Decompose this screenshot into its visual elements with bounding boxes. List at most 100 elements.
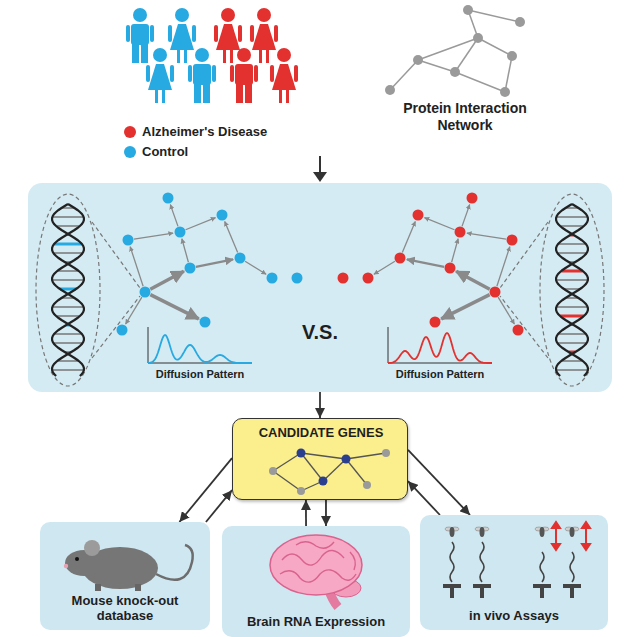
network-illustration [478, 38, 512, 56]
network-nodes [385, 5, 525, 97]
network-node [507, 235, 518, 246]
network-label: Protein Interaction Network [388, 100, 542, 134]
plot-label: Diffusion Pattern [380, 368, 500, 381]
network-arrow [225, 221, 238, 252]
down-arrow [313, 156, 327, 182]
vial-assay-icon [480, 542, 484, 582]
network-illustration [455, 72, 505, 92]
person-leg [132, 44, 139, 63]
connector-arrow [319, 392, 321, 418]
gene-network [342, 455, 351, 464]
mouse-icon [95, 584, 101, 591]
connector-arrow [325, 500, 327, 526]
network-arrow [130, 247, 143, 287]
network-node [217, 210, 228, 221]
network-arrow [402, 221, 415, 252]
network-node [267, 273, 278, 284]
network-nodes [515, 17, 525, 27]
dna-rung [52, 216, 83, 218]
person-arm [150, 25, 154, 42]
network-node [175, 227, 186, 238]
network-arrow [150, 271, 184, 289]
vial-assay-icon [473, 584, 491, 588]
legend-swatch [124, 126, 136, 138]
person-head [175, 8, 189, 22]
validation-panel: Mouse knock-out database [40, 522, 210, 630]
gene-network [297, 487, 305, 495]
person-body [193, 64, 211, 85]
person-arm [192, 25, 196, 42]
vial-assay-icon [443, 584, 581, 598]
person-arm [168, 25, 172, 42]
person-icon [270, 48, 298, 103]
box-heading: CANDIDATE GENES [237, 425, 405, 441]
network-nodes [500, 87, 510, 97]
person-body [148, 64, 172, 90]
dna-rung [56, 315, 80, 317]
person-icon [230, 48, 258, 103]
gene-network [273, 453, 386, 491]
network-nodes [463, 5, 473, 15]
gene-network [319, 477, 328, 486]
fly-body [540, 527, 545, 537]
gene-network [297, 449, 306, 458]
person-arm [238, 25, 242, 42]
vial-assay-icon [450, 542, 574, 582]
vial-assay-icon [450, 588, 454, 598]
network-node [363, 273, 374, 284]
person-leg [223, 50, 226, 63]
person-leg [230, 50, 233, 63]
network-arrow [497, 247, 510, 287]
gene-network [382, 449, 390, 457]
dna-strand [556, 204, 588, 376]
network-arrow [150, 295, 198, 319]
connector-arrow [408, 450, 470, 515]
vial-assay-icon [555, 527, 557, 545]
network-nodes [473, 33, 483, 43]
legend-swatch [124, 146, 136, 158]
vial-assay-icon [533, 584, 551, 588]
dna-rung [52, 279, 84, 281]
vial-assay-icon [450, 542, 454, 582]
person-leg [266, 50, 269, 63]
gene-network [269, 467, 277, 475]
dna-strand [52, 204, 84, 376]
person-leg [155, 90, 158, 103]
brain-icon [350, 552, 355, 570]
network-node [445, 263, 456, 274]
plot-curve [388, 333, 492, 363]
connector-arrow [305, 500, 307, 526]
gene-network [297, 449, 351, 486]
connector-arrow [206, 490, 232, 522]
legend-item: Control [124, 144, 188, 159]
network-arrow [456, 271, 490, 289]
network-node [430, 317, 441, 328]
people-icons [126, 8, 298, 103]
person-arm [126, 25, 130, 42]
fly-body [450, 527, 455, 537]
person-body [272, 64, 296, 90]
network-arrow [467, 233, 506, 239]
person-icon [250, 8, 278, 63]
dna-rung [52, 306, 83, 308]
vial-assay-icon [585, 527, 587, 545]
network-node [163, 193, 174, 204]
band-illustration [500, 296, 548, 358]
panel-label: Brain RNA Expression [228, 614, 404, 630]
gene-network [301, 453, 346, 459]
network-node [395, 253, 406, 264]
network-node [123, 235, 134, 246]
network-node [200, 317, 211, 328]
person-arm [146, 65, 150, 82]
vial-assay-icon [582, 544, 590, 550]
dna-rung [557, 252, 586, 254]
band-illustration [28, 183, 612, 392]
panel-label: Mouse knock-out database [46, 593, 204, 624]
person-body [131, 24, 149, 45]
person-head [133, 8, 147, 22]
person-leg [184, 50, 187, 63]
vial-assay-icon [570, 552, 574, 582]
band-illustration [92, 296, 140, 358]
person-icon [126, 8, 154, 63]
mouse-icon [156, 545, 193, 580]
